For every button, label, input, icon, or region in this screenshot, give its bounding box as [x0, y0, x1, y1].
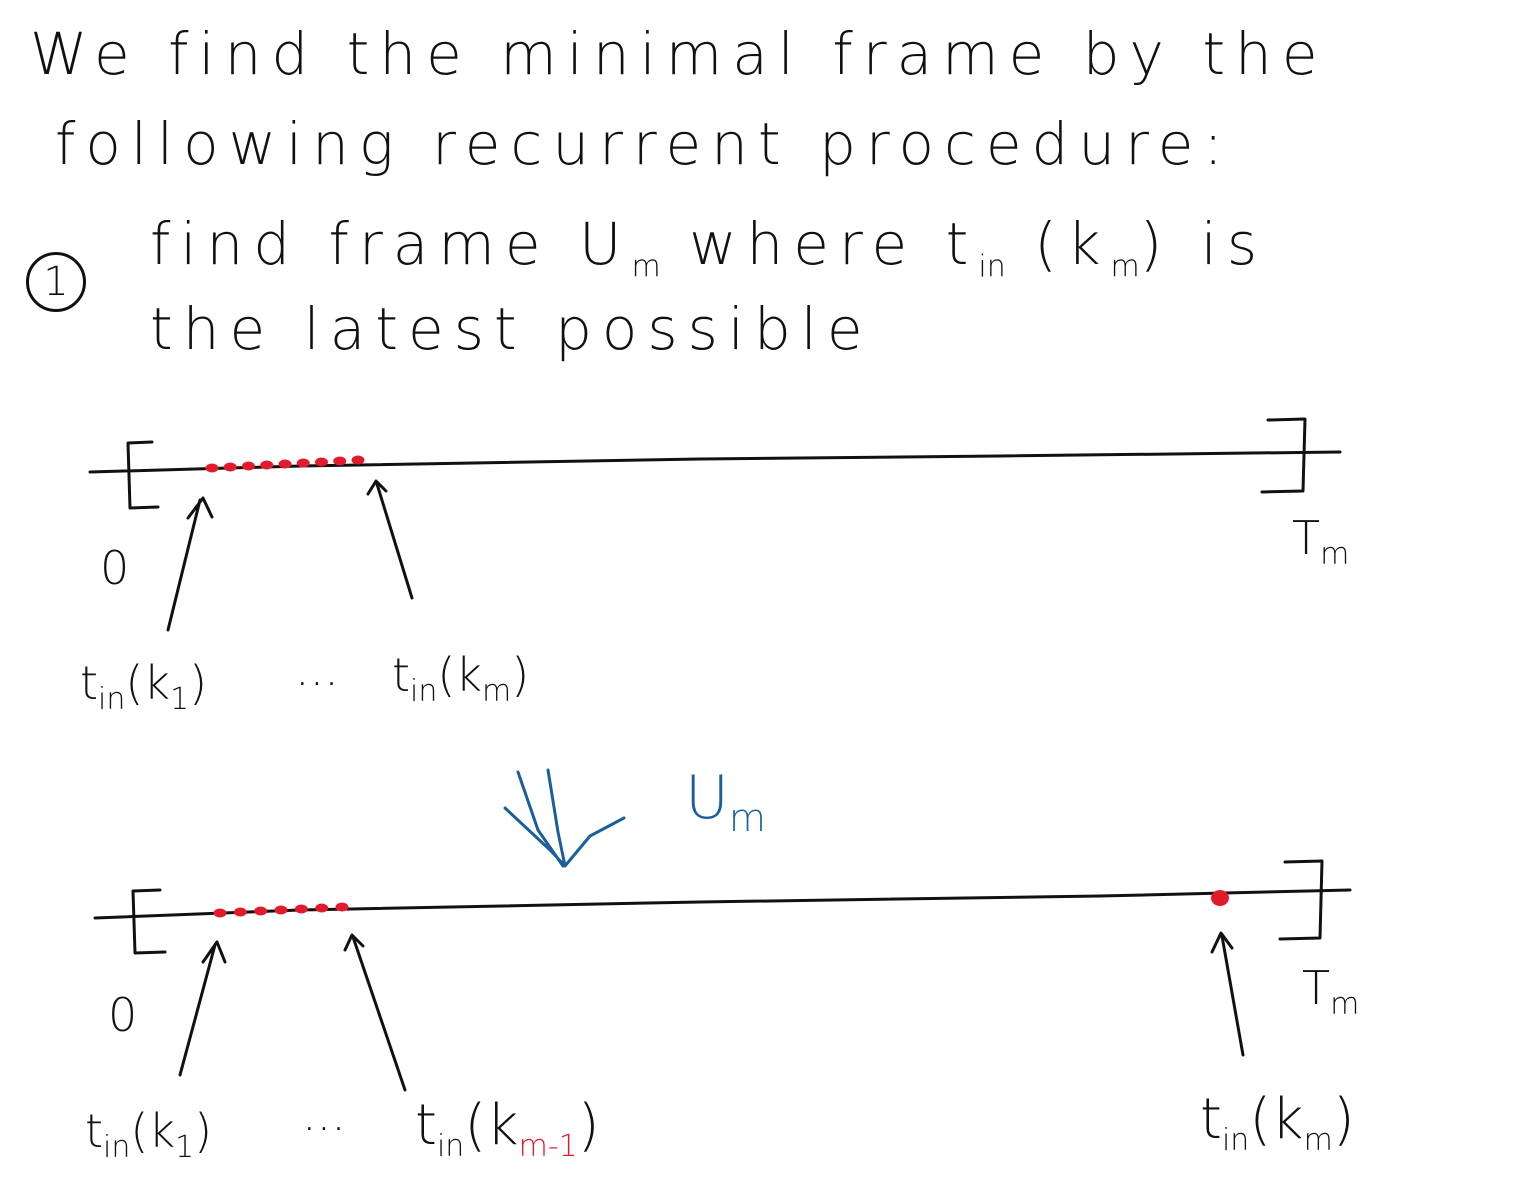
- bottom-left-t: t: [85, 1104, 104, 1158]
- bottom-axis-line: [93, 888, 1352, 920]
- top-point: [260, 460, 274, 470]
- bottom-start-label: 0: [108, 988, 138, 1042]
- top-left-t: t: [80, 656, 99, 710]
- bottom-left-arg-sub: 1: [175, 1130, 195, 1166]
- text-line-3: find frame Um where tin (km) is: [150, 215, 1267, 283]
- top-left-close: ): [189, 656, 208, 710]
- line3-part-c: (k: [1034, 210, 1111, 278]
- bottom-right-close: ): [1332, 1087, 1355, 1152]
- bottom-right-arg-sub: m: [1303, 1123, 1333, 1159]
- bottom-right-label: tin(km): [1200, 1092, 1355, 1156]
- line3-part-a-sub: m: [631, 249, 661, 285]
- bottom-left-sub: in: [103, 1130, 131, 1166]
- bottom-end-label: Tm: [1302, 965, 1359, 1020]
- bottom-ellipsis: ···: [302, 1101, 346, 1155]
- bottom-mid-sub: in: [436, 1129, 465, 1165]
- bottom-arrow-right: [1210, 931, 1245, 1057]
- text-line-2: following recurrent procedure:: [55, 110, 1233, 178]
- top-end-label-sub: m: [1320, 537, 1350, 573]
- top-start-label: 0: [100, 541, 130, 595]
- bottom-mid-arg: (k: [464, 1093, 519, 1158]
- top-right-arg: (k: [437, 648, 482, 702]
- bottom-last-point: [1211, 890, 1229, 906]
- top-left-arg: (k: [125, 656, 170, 710]
- bottom-end-label-main: T: [1302, 961, 1331, 1015]
- bottom-point: [213, 908, 227, 918]
- line3-part-d: ) is: [1139, 210, 1268, 278]
- bottom-end-label-sub: m: [1330, 987, 1360, 1023]
- bottom-axis-right-bracket: [1278, 859, 1324, 941]
- bottom-arrow-middle: [343, 933, 407, 1092]
- bottom-left-arg: (k: [130, 1104, 175, 1158]
- bottom-axis-left-bracket: [131, 888, 167, 955]
- bottom-point: [254, 906, 268, 916]
- top-end-label-main: T: [1292, 511, 1321, 565]
- bottom-left-label: tin(k1): [85, 1108, 212, 1163]
- bottom-point: [233, 907, 247, 917]
- bottom-right-sub: in: [1221, 1123, 1250, 1159]
- top-right-arg-sub: m: [482, 674, 512, 710]
- line3-part-c-sub: m: [1110, 249, 1140, 285]
- text-line-1: We find the minimal frame by the: [30, 20, 1328, 88]
- transition-label: Um: [685, 768, 766, 837]
- top-left-arg-sub: 1: [170, 682, 190, 718]
- bottom-point: [335, 902, 349, 912]
- top-point: [205, 463, 219, 473]
- bottom-point: [315, 903, 329, 913]
- bottom-mid-label: tin(km-1): [415, 1098, 600, 1162]
- top-point: [333, 456, 347, 466]
- top-point: [315, 457, 328, 467]
- top-right-close: ): [511, 648, 530, 702]
- top-right-t: t: [392, 648, 411, 702]
- top-end-label: Tm: [1292, 515, 1349, 570]
- top-axis-left-bracket: [126, 440, 160, 510]
- top-right-label: tin(km): [392, 652, 529, 707]
- transition-label-main: U: [685, 763, 729, 833]
- top-point: [223, 462, 237, 472]
- line3-part-b: where t: [689, 210, 979, 278]
- top-point: [351, 455, 365, 465]
- bottom-points-group: [213, 890, 1229, 918]
- top-axis-line: [88, 450, 1342, 474]
- bottom-point: [274, 905, 288, 915]
- bottom-mid-arg-sub: m-1: [518, 1129, 578, 1165]
- top-left-sub: in: [98, 682, 126, 718]
- bottom-mid-close: ): [577, 1093, 600, 1158]
- transition-label-sub: m: [728, 796, 766, 840]
- bottom-point: [294, 904, 308, 914]
- text-line-4: the latest possible: [150, 295, 873, 363]
- top-points-group: [205, 455, 365, 473]
- top-left-label: tin(k1): [80, 660, 207, 715]
- top-point: [296, 458, 310, 468]
- step-number: 1: [43, 259, 69, 305]
- bottom-mid-t: t: [415, 1093, 437, 1158]
- bottom-arrow-left: [178, 940, 227, 1077]
- top-point: [278, 459, 292, 469]
- top-axis-right-bracket: [1260, 417, 1307, 494]
- bottom-left-close: ): [194, 1104, 213, 1158]
- top-ellipsis: ···: [295, 656, 339, 710]
- bottom-right-t: t: [1200, 1087, 1222, 1152]
- top-arrow-right: [366, 479, 414, 600]
- transition-arrow: [503, 768, 626, 868]
- top-point: [242, 461, 255, 471]
- step-number-circle: 1: [26, 252, 86, 312]
- top-right-sub: in: [410, 674, 438, 710]
- bottom-right-arg: (k: [1249, 1087, 1304, 1152]
- line3-part-b-sub: in: [978, 249, 1006, 285]
- top-arrow-left: [166, 496, 214, 632]
- line3-part-a: find frame U: [150, 210, 632, 278]
